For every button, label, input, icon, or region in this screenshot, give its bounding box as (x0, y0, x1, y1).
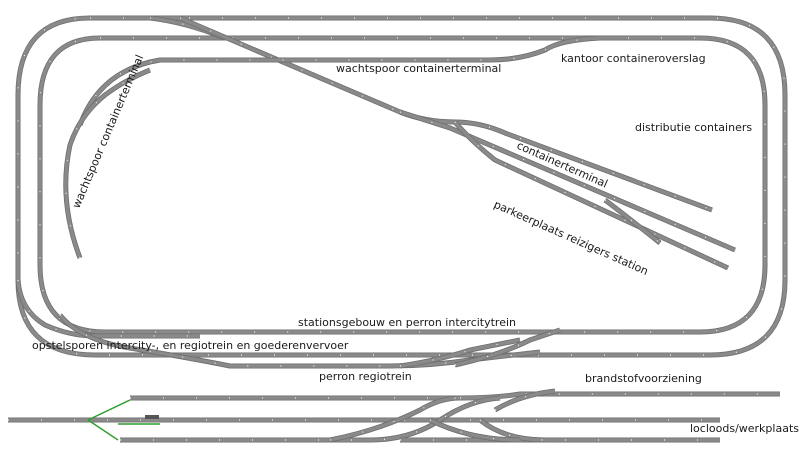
label-stationsgebouw-perron-intercity: stationsgebouw en perron intercitytrein (298, 316, 516, 329)
outer-left-bottom-track (15, 279, 200, 339)
label-distributie-containers: distributie containers (635, 121, 752, 134)
wachtspoor-left-track (63, 67, 151, 259)
loods-cross-track-3 (428, 417, 521, 443)
perron-regio-track (58, 313, 541, 369)
switch-accent-lower (87, 419, 119, 441)
label-opstelsporen: opstelsporen intercity-, en regiotrein e… (32, 339, 349, 352)
outer-loop-track (15, 15, 788, 358)
label-wachtspoor-containerterminal-top: wachtspoor containerterminal (336, 62, 501, 75)
track-layer (8, 15, 788, 443)
label-locloods-werkplaats: locloods/werkplaats (690, 422, 799, 435)
label-kantoor-containeroverslag: kantoor containeroverslag (561, 52, 706, 65)
buffer-stop-marker (145, 415, 159, 419)
loods-cross-track-1 (329, 395, 461, 443)
loods-cross-track-2 (478, 418, 546, 443)
switch-connect-track-2 (454, 327, 561, 368)
loods-lower-track (120, 395, 501, 443)
diagonal-mainline-track (179, 15, 713, 213)
label-brandstofvoorziening: brandstofvoorziening (585, 372, 702, 385)
wachtspoor-top-track (77, 35, 601, 126)
switch-accent-layer (87, 399, 160, 441)
switch-accent-upper (87, 399, 131, 421)
brandstof-branch-track (493, 388, 556, 413)
diagonal-container-track-1 (399, 109, 736, 253)
label-parkeerplaats-reizigers-station: parkeerplaats reizigers station (492, 198, 650, 278)
middle-loop-track (37, 35, 768, 335)
label-wachtspoor-containerterminal-left: wachtspoor containerterminal (70, 53, 147, 210)
switch-connect-track-1 (399, 337, 521, 369)
diagonal-container-track-2 (453, 120, 730, 271)
container-siding-track (603, 198, 662, 245)
label-perron-regiotrein: perron regiotrein (319, 370, 412, 383)
label-layer: wachtspoor containerterminal kantoor con… (32, 52, 799, 435)
